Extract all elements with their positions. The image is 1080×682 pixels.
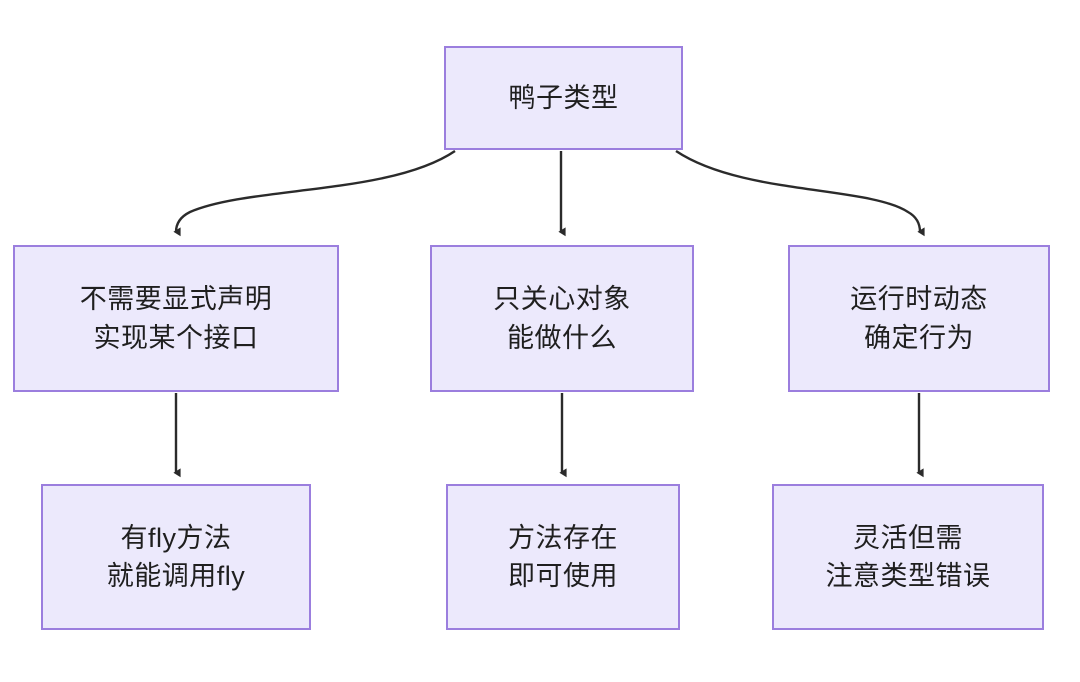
edge-root-to-m1 — [173, 150, 456, 237]
node-label-line2: 能做什么 — [507, 322, 617, 353]
node-label-line1: 只关心对象 — [493, 284, 631, 315]
node-label-line1: 不需要显式声明 — [79, 284, 273, 315]
node-label-line1: 方法存在 — [508, 522, 618, 553]
node-no-explicit-declaration[interactable]: 不需要显式声明 实现某个接口 — [13, 245, 339, 392]
edge-root-to-m3 — [675, 150, 925, 237]
node-label-line2: 确定行为 — [864, 322, 974, 353]
node-care-about-object[interactable]: 只关心对象 能做什么 — [430, 245, 694, 392]
node-duck-typing[interactable]: 鸭子类型 — [444, 46, 683, 150]
node-label-line2: 实现某个接口 — [93, 322, 259, 353]
node-label-line2: 注意类型错误 — [825, 561, 991, 591]
node-label-line2: 就能调用fly — [106, 561, 246, 591]
node-method-exists[interactable]: 方法存在 即可使用 — [446, 484, 680, 630]
node-label-line1: 鸭子类型 — [508, 82, 619, 113]
node-runtime-dynamic[interactable]: 运行时动态 确定行为 — [788, 245, 1050, 392]
node-has-fly-method[interactable]: 有fly方法 就能调用fly — [41, 484, 311, 630]
node-label-line1: 运行时动态 — [850, 284, 988, 315]
node-label-line1: 有fly方法 — [120, 522, 232, 553]
node-flexible-but-type-errors[interactable]: 灵活但需 注意类型错误 — [772, 484, 1044, 630]
node-label-line2: 即可使用 — [508, 561, 618, 591]
node-label-line1: 灵活但需 — [853, 522, 963, 553]
